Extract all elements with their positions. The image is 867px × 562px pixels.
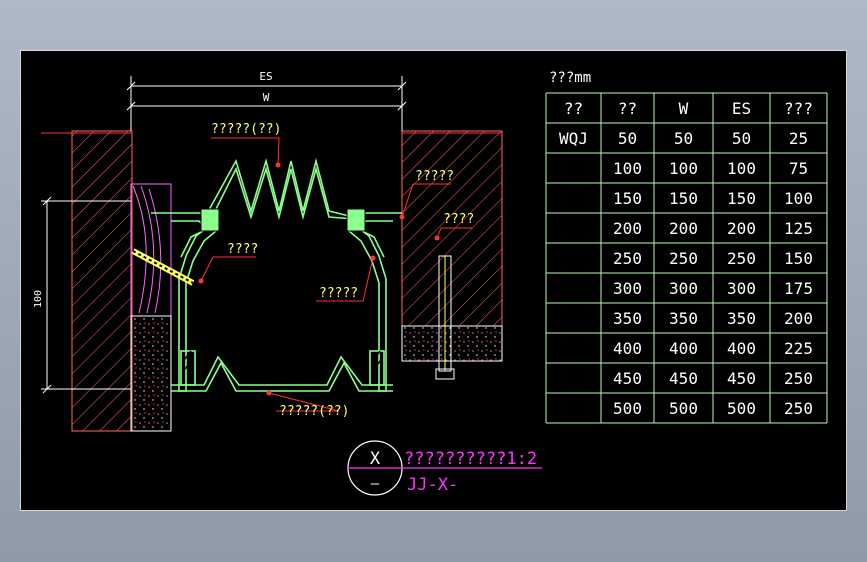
title-circle-bottom: — bbox=[371, 476, 380, 492]
table-cell: 250 bbox=[784, 399, 813, 418]
table-cell: 250 bbox=[727, 249, 756, 268]
table-cell: 25 bbox=[789, 129, 808, 148]
table-cell: 400 bbox=[613, 339, 642, 358]
title-block bbox=[347, 440, 542, 496]
drawing-canvas: ES W 100 bbox=[20, 50, 847, 511]
table-cell: 100 bbox=[669, 159, 698, 178]
anchor-bolt bbox=[131, 248, 195, 286]
callout-leaders bbox=[200, 137, 473, 412]
table-cell: 100 bbox=[727, 159, 756, 178]
table-cell: 300 bbox=[613, 279, 642, 298]
callout-right-1: ????? bbox=[415, 169, 454, 184]
callout-left: ???? bbox=[227, 242, 258, 257]
dimension-w-label: W bbox=[263, 91, 270, 104]
callout-bottom-cover: ?????(??) bbox=[279, 404, 349, 419]
table-cell: 200 bbox=[784, 309, 813, 328]
table-header-cell: ?? bbox=[564, 99, 583, 118]
table-cell: 400 bbox=[727, 339, 756, 358]
table-cell: 150 bbox=[727, 189, 756, 208]
table-cell: 500 bbox=[727, 399, 756, 418]
table-cell: 200 bbox=[669, 219, 698, 238]
callout-right-2: ???? bbox=[443, 212, 474, 227]
expansion-joint-profile bbox=[151, 157, 402, 392]
dimension-side-label: 100 bbox=[33, 290, 44, 308]
table-cell: 500 bbox=[613, 399, 642, 418]
table-cell: 50 bbox=[732, 129, 751, 148]
table-header-cell: ES bbox=[732, 99, 751, 118]
table-title: ???mm bbox=[549, 70, 591, 86]
table-cell: 450 bbox=[669, 369, 698, 388]
callout-right-3: ????? bbox=[319, 286, 358, 301]
dimension-es-label: ES bbox=[259, 70, 272, 83]
left-wall bbox=[41, 130, 172, 432]
table-cell: 450 bbox=[613, 369, 642, 388]
cad-drawing: ES W 100 bbox=[33, 70, 828, 496]
table-cell: 50 bbox=[674, 129, 693, 148]
drawing-title: ??????????1:2 bbox=[404, 449, 537, 469]
dimension-lines bbox=[41, 76, 407, 394]
callout-top-cover: ?????(??) bbox=[211, 122, 281, 137]
table-header-cell: W bbox=[679, 99, 689, 118]
table-cell: 350 bbox=[727, 309, 756, 328]
table-cell: 200 bbox=[613, 219, 642, 238]
table-cell: 450 bbox=[727, 369, 756, 388]
callout-dots bbox=[198, 162, 440, 396]
table-cell: 100 bbox=[613, 159, 642, 178]
table-cell: 225 bbox=[784, 339, 813, 358]
table-cell: 75 bbox=[789, 159, 808, 178]
table-cell: 500 bbox=[669, 399, 698, 418]
table-cell: 350 bbox=[669, 309, 698, 328]
table-cell: 175 bbox=[784, 279, 813, 298]
table-cell: 300 bbox=[727, 279, 756, 298]
table-cell: 125 bbox=[784, 219, 813, 238]
table-cell: 400 bbox=[669, 339, 698, 358]
table-cell: 250 bbox=[669, 249, 698, 268]
table-cell: 150 bbox=[669, 189, 698, 208]
table-cell: 250 bbox=[613, 249, 642, 268]
table-cell: WQJ bbox=[559, 129, 588, 148]
table-cell: 50 bbox=[618, 129, 637, 148]
table-header-cell: ??? bbox=[784, 99, 813, 118]
table-cell: 150 bbox=[784, 249, 813, 268]
table-cell: 350 bbox=[613, 309, 642, 328]
table-header-cell: ?? bbox=[618, 99, 637, 118]
table-cell: 150 bbox=[613, 189, 642, 208]
title-circle-top: X bbox=[370, 449, 381, 469]
table-cell: 300 bbox=[669, 279, 698, 298]
clamp-details bbox=[184, 208, 381, 370]
table-cell: 250 bbox=[784, 369, 813, 388]
table-cell: 100 bbox=[784, 189, 813, 208]
table-cell: 200 bbox=[727, 219, 756, 238]
drawing-subtitle: JJ-X- bbox=[407, 475, 458, 495]
spec-table: ???? W ES??? WQJ 50 50 50 25 100 100 100 75 150 150 15… bbox=[545, 92, 828, 424]
